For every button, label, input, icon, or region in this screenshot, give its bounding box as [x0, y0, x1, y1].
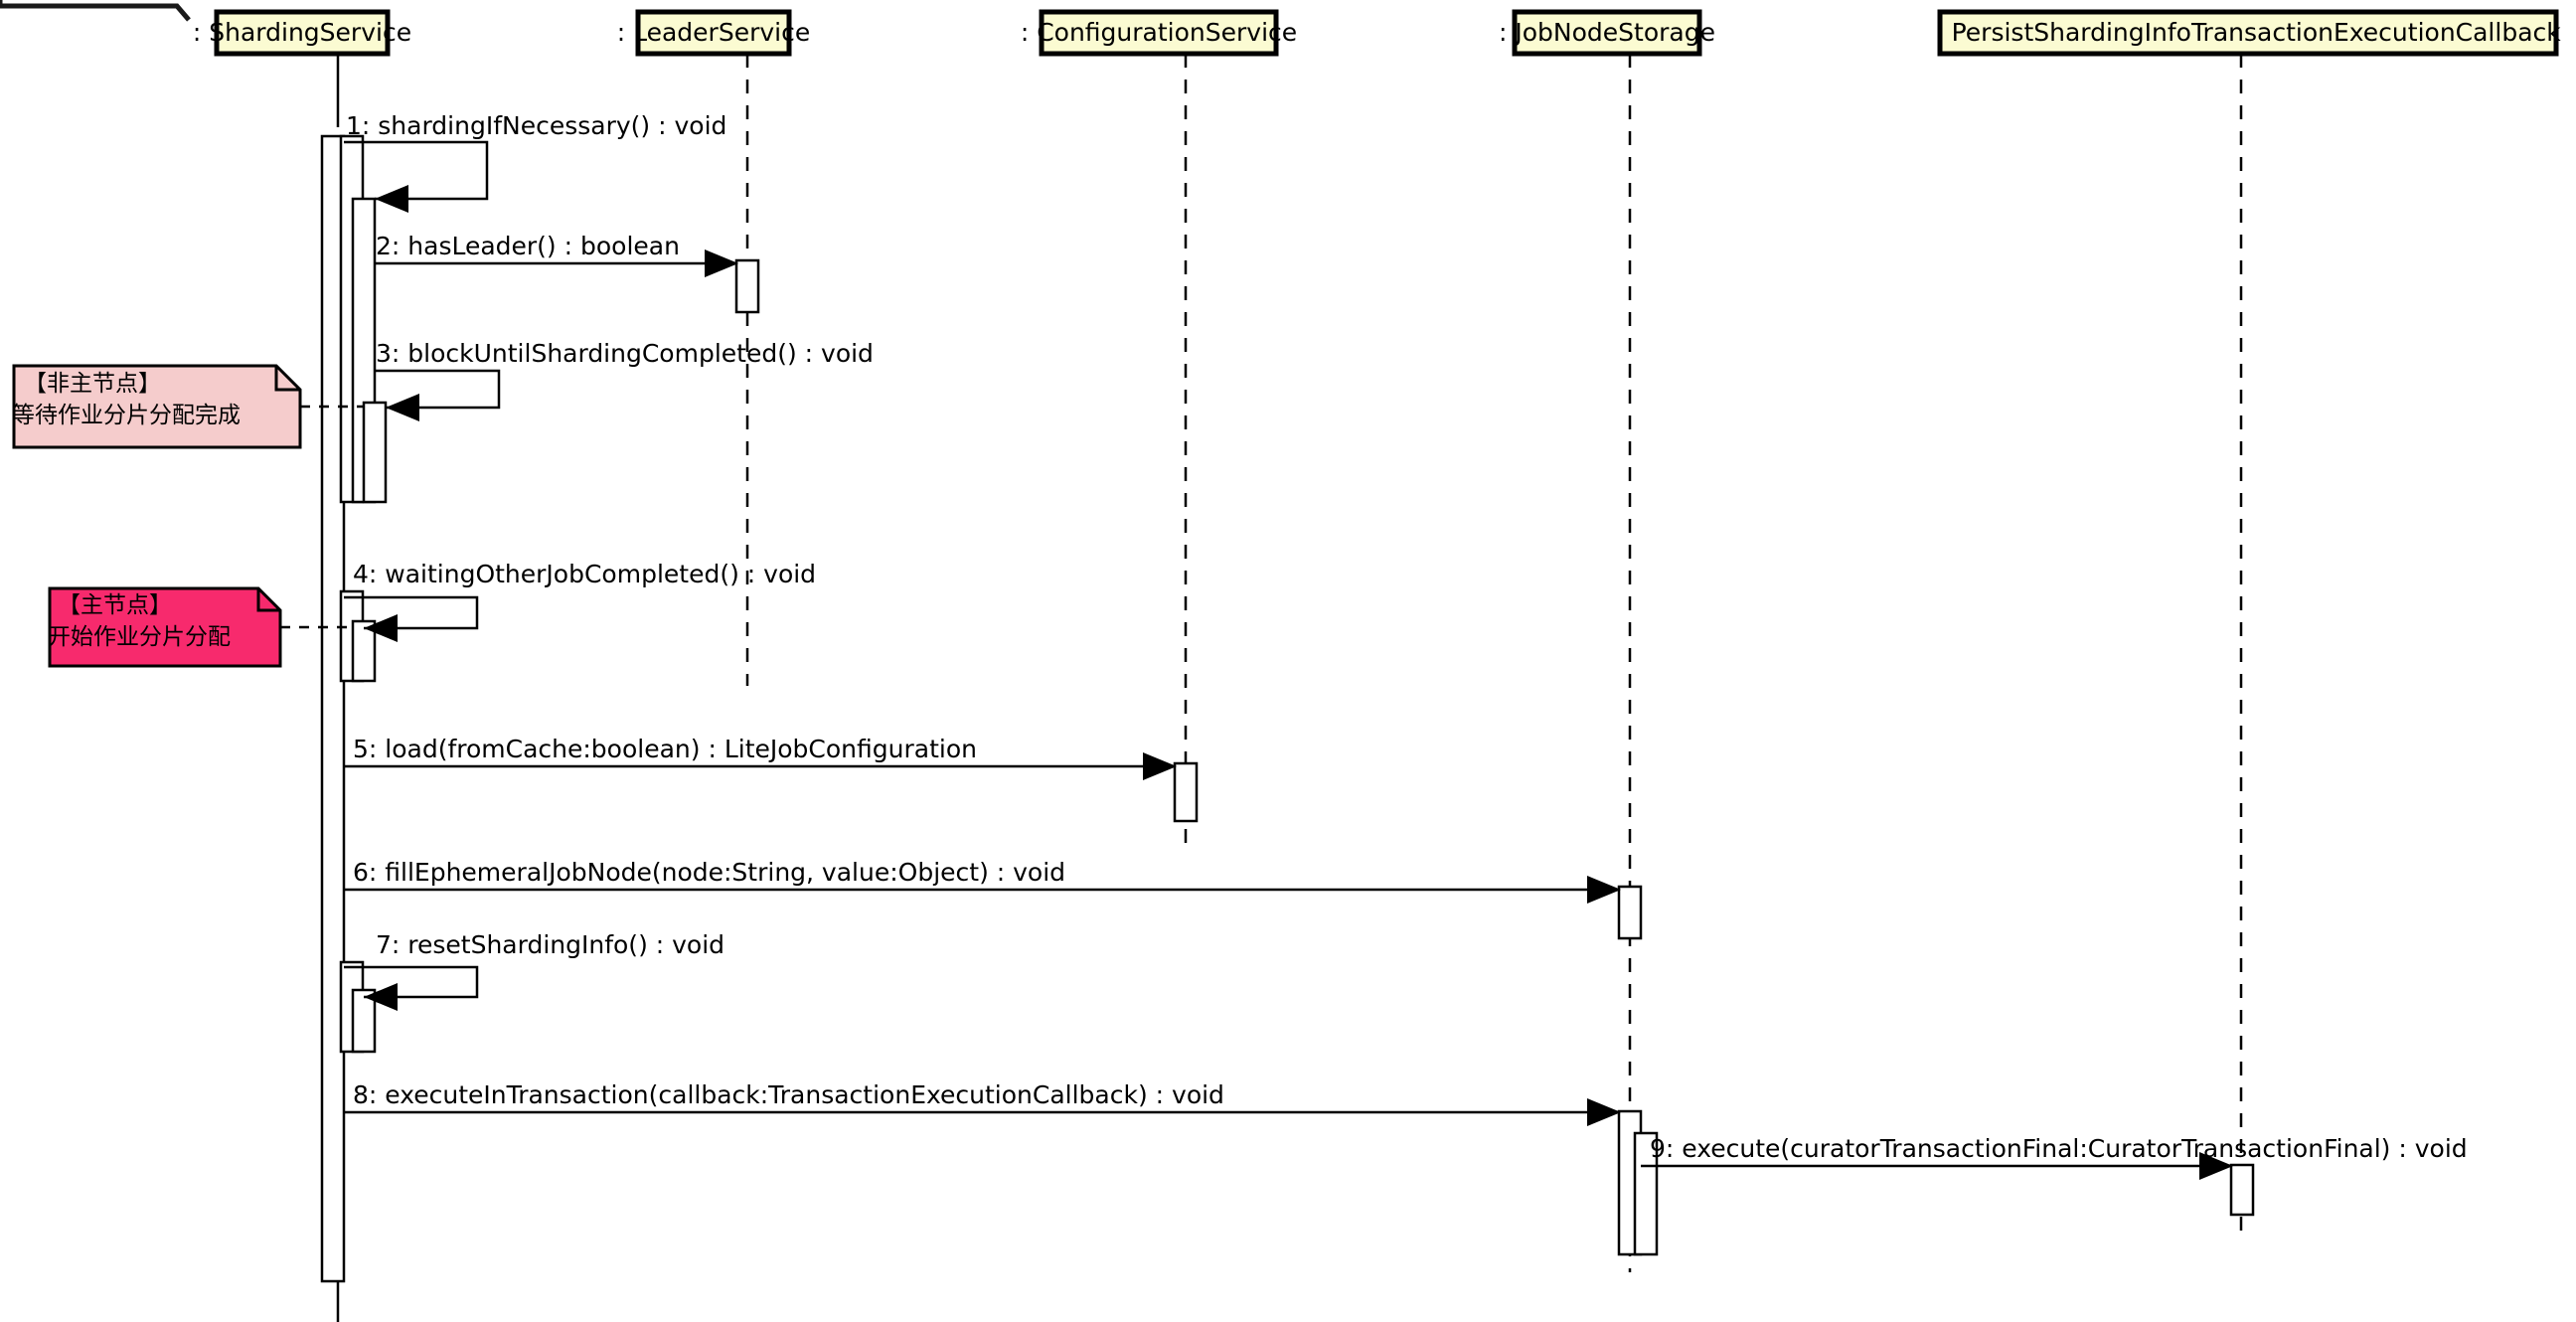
lifeline-sharding-service[interactable]: : ShardingService [193, 9, 411, 1322]
lifeline-leader-service[interactable]: : LeaderService [617, 9, 810, 686]
activation-bar-leader-service [734, 258, 760, 314]
arrow-head-message-4 [364, 614, 398, 642]
arrow-head-message-6 [1587, 876, 1621, 904]
activation-bar-sharding-outer [320, 134, 346, 1283]
lifeline-box-leader-service[interactable] [635, 9, 792, 57]
arrow-head-message-3 [386, 394, 419, 421]
message-1-shardingIfNecessary[interactable]: 1: shardingIfNecessary() : void [344, 111, 726, 213]
message-2-hasLeader[interactable]: 2: hasLeader() : boolean [375, 232, 738, 277]
lifeline-label-leader-service: : LeaderService [617, 18, 810, 47]
note-line-leader-1: 【主节点】 [58, 592, 172, 618]
activation-bar-sharding-nested-3 [362, 401, 388, 504]
note-fold-non-leader [274, 366, 300, 392]
lifeline-label-sharding-service: : ShardingService [193, 18, 411, 47]
lifeline-box-job-node-storage[interactable] [1512, 9, 1702, 57]
message-5-load[interactable]: 5: load(fromCache:boolean) : LiteJobConf… [344, 735, 1177, 780]
lifeline-configuration-service[interactable]: : ConfigurationService [1021, 9, 1297, 850]
message-label-6: 6: fillEphemeralJobNode(node:String, val… [353, 858, 1065, 887]
activation-bar-sharding-msg7-inner [351, 988, 377, 1054]
message-label-8: 8: executeInTransaction(callback:Transac… [353, 1080, 1224, 1109]
note-shape-non-leader [12, 364, 302, 449]
message-7-resetShardingInfo[interactable]: 7: resetShardingInfo() : void [344, 930, 724, 1011]
activation-bar-callback [2229, 1163, 2255, 1217]
arrow-head-message-8 [1587, 1098, 1621, 1126]
arrow-head-message-2 [705, 249, 738, 277]
lifeline-label-persist-sharding-info-callback: : PersistShardingInfoTransactionExecutio… [1935, 18, 2561, 47]
note-shape-leader [48, 586, 282, 668]
note-fold-leader [256, 588, 280, 612]
lifeline-persist-sharding-info-callback[interactable]: : PersistShardingInfoTransactionExecutio… [1935, 9, 2561, 1233]
arrow-head-message-1 [375, 185, 408, 213]
diagram-frame [0, 0, 191, 22]
lifeline-box-persist-sharding-info-callback[interactable] [1937, 9, 2559, 57]
message-4-waitingOtherJobCompleted[interactable]: 4: waitingOtherJobCompleted() : void [344, 560, 816, 642]
activation-bar-configuration-service [1173, 761, 1199, 823]
lifeline-label-job-node-storage: : JobNodeStorage [1499, 18, 1715, 47]
message-label-3: 3: blockUntilShardingCompleted() : void [376, 339, 874, 368]
activation-bar-job-node-storage-msg6 [1617, 885, 1643, 940]
arrow-head-message-9 [2199, 1152, 2233, 1180]
message-label-7: 7: resetShardingInfo() : void [376, 930, 724, 959]
message-label-9: 9: execute(curatorTransactionFinal:Curat… [1650, 1134, 2468, 1163]
activation-bar-job-node-storage-msg8-inner [1633, 1131, 1659, 1256]
message-label-5: 5: load(fromCache:boolean) : LiteJobConf… [353, 735, 977, 763]
note-line-non-leader-2: 等待作业分片分配完成 [12, 403, 241, 428]
activation-bar-sharding-msg4-inner [351, 619, 377, 683]
lifeline-job-node-storage[interactable]: : JobNodeStorage [1499, 9, 1715, 1272]
lifeline-box-configuration-service[interactable] [1039, 9, 1279, 57]
message-label-4: 4: waitingOtherJobCompleted() : void [353, 560, 816, 588]
note-non-leader-node[interactable]: 【非主节点】 等待作业分片分配完成 [12, 364, 364, 449]
message-label-1: 1: shardingIfNecessary() : void [346, 111, 726, 140]
lifeline-label-configuration-service: : ConfigurationService [1021, 18, 1297, 47]
message-label-2: 2: hasLeader() : boolean [376, 232, 680, 260]
note-line-non-leader-1: 【非主节点】 [24, 371, 161, 397]
lifeline-box-sharding-service[interactable] [214, 9, 391, 57]
message-9-execute[interactable]: 9: execute(curatorTransactionFinal:Curat… [1641, 1134, 2468, 1180]
message-3-blockUntilShardingCompleted[interactable]: 3: blockUntilShardingCompleted() : void [375, 339, 874, 421]
note-line-leader-2: 开始作业分片分配 [48, 624, 231, 650]
arrow-head-message-5 [1143, 752, 1177, 780]
arrow-head-message-7 [364, 983, 398, 1011]
note-leader-node[interactable]: 【主节点】 开始作业分片分配 [48, 586, 353, 668]
message-8-executeInTransaction[interactable]: 8: executeInTransaction(callback:Transac… [344, 1080, 1621, 1126]
message-6-fillEphemeralJobNode[interactable]: 6: fillEphemeralJobNode(node:String, val… [344, 858, 1621, 904]
